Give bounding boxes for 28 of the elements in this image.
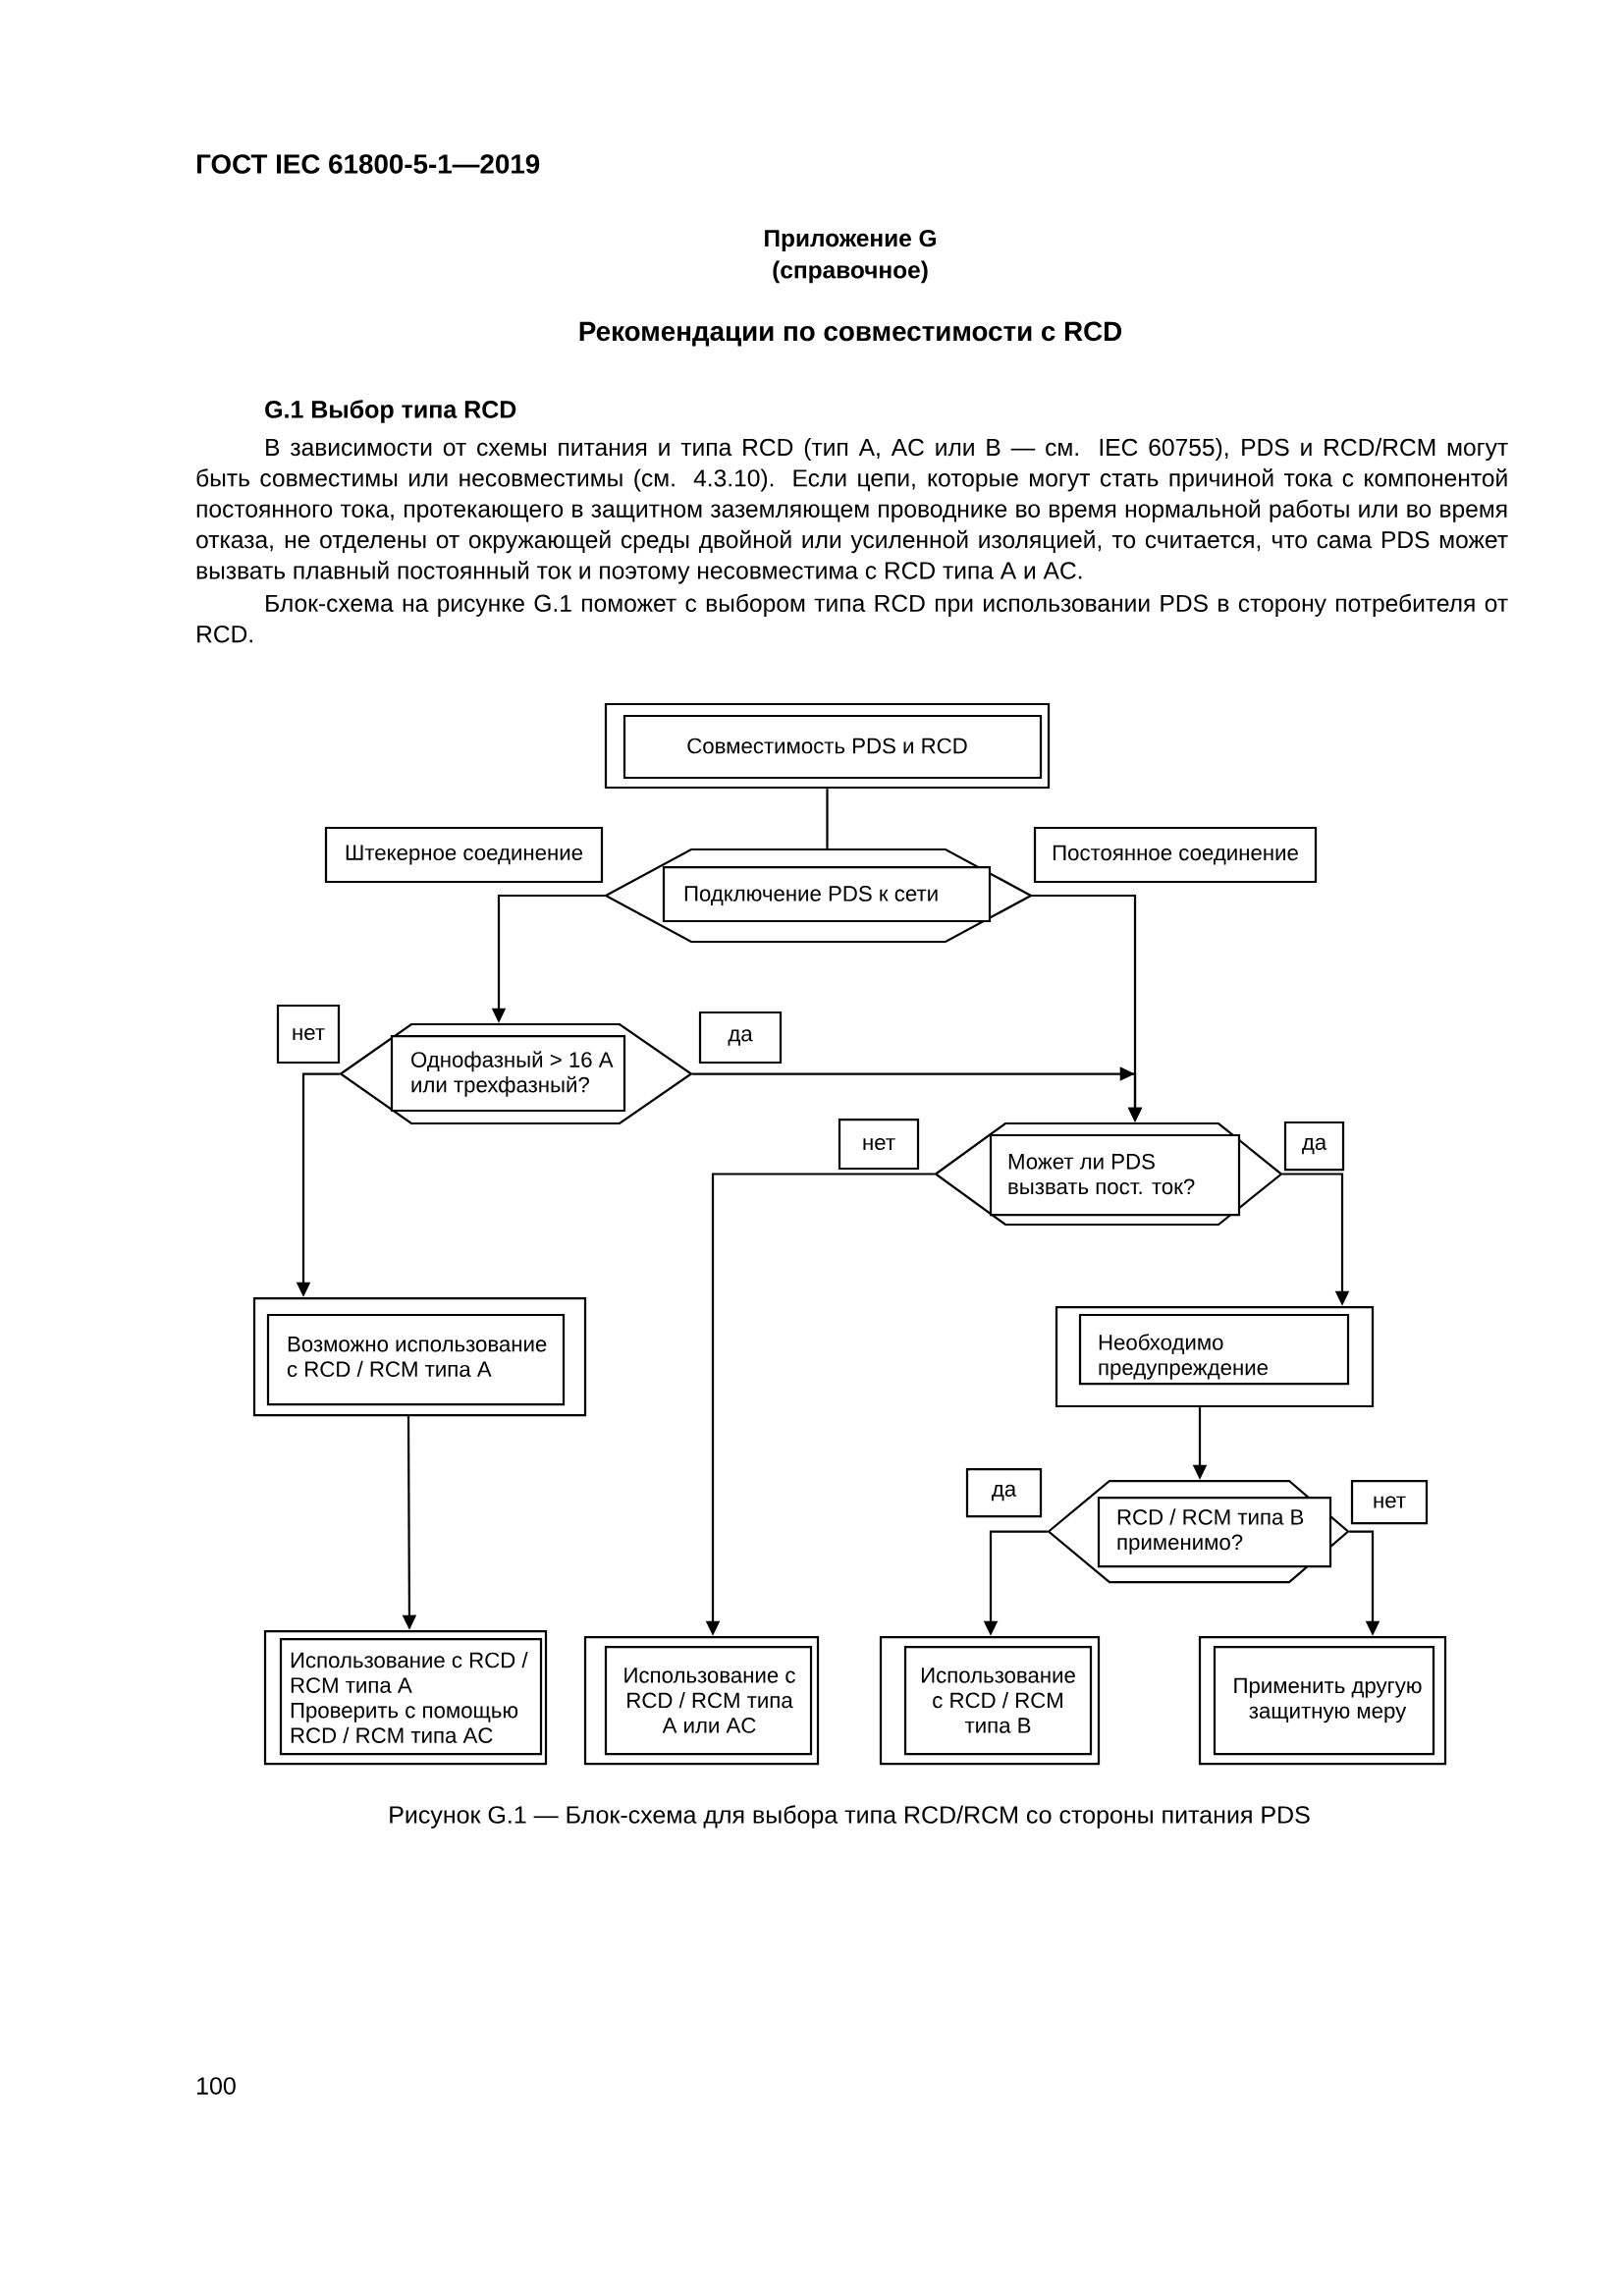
process-box: Возможно использование с RCD / RCM типа A <box>252 1296 587 1417</box>
branch-label-box: да <box>1283 1121 1345 1172</box>
result-box: Применить другую защитную меру <box>1198 1635 1447 1766</box>
running-header: ГОСТ IEC 61800-5-1—2019 <box>197 154 540 174</box>
figure-caption: Рисунок G.1 — Блок-схема для выбора типа RCD/RCM со стороны питания PDS <box>390 1805 1310 1829</box>
annex-title: Приложение G <box>765 229 937 252</box>
process-box: Необходимо предупреждение <box>1055 1305 1375 1408</box>
start-box: Совместимость PDS и RCD <box>604 702 1051 790</box>
result-box: Использование с RCD / RCM типа A или AC <box>583 1635 820 1766</box>
page-number: 100 <box>197 2077 236 2095</box>
decision-hexagon: Может ли PDS вызвать пост. ток? <box>934 1121 1283 1227</box>
decision-hexagon: RCD / RCM типа B применимо? <box>1047 1479 1350 1584</box>
paragraph: В зависимости от схемы питания и типа RCD (тип A, AC или B — см. IEC 60755), PDS и RCD/RCM могут быть совместимы или несовместимы (см. 4.3.10). Если цепи, которые могут стать причиной тока с компонентой постоянного тока, протекающего в защитном заземляющем проводнике во время нормальной работы или во время отказа, не отделены от окружающей среды двойной или усиленной изоляцией, то считается, что сама PDS может вызвать плавный постоянный ток и поэтому несовместима с RCD типа A и AC. <box>196 438 1508 584</box>
branch-label-box: нет <box>838 1118 920 1171</box>
connection-type-box: Штекерное соединение <box>324 826 604 884</box>
decision-hexagon: Однофазный > 16 A или трехфазный? <box>339 1022 693 1125</box>
paragraph: Блок-схема на рисунке G.1 поможет с выбором типа RCD при использовании PDS в сторону потребителя от RCD. <box>197 593 1508 643</box>
subsection-heading: G.1 Выбор типа RCD <box>265 400 516 423</box>
result-box: Использование с RCD / RCM типа A Проверить с помощью RCD / RCM типа AC <box>263 1629 548 1766</box>
branch-label-box: нет <box>276 1004 341 1065</box>
branch-label-box: нет <box>1350 1479 1429 1525</box>
connector-line <box>826 789 829 848</box>
result-box: Использование с RCD / RCM типа B <box>879 1635 1101 1766</box>
annex-status: (справочное) <box>773 260 928 284</box>
section-title: Рекомендации по совместимости с RCD <box>579 321 1122 347</box>
branch-label-box: да <box>965 1467 1043 1518</box>
connection-type-box: Постоянное соединение <box>1033 826 1318 884</box>
branch-label-box: да <box>698 1011 783 1065</box>
